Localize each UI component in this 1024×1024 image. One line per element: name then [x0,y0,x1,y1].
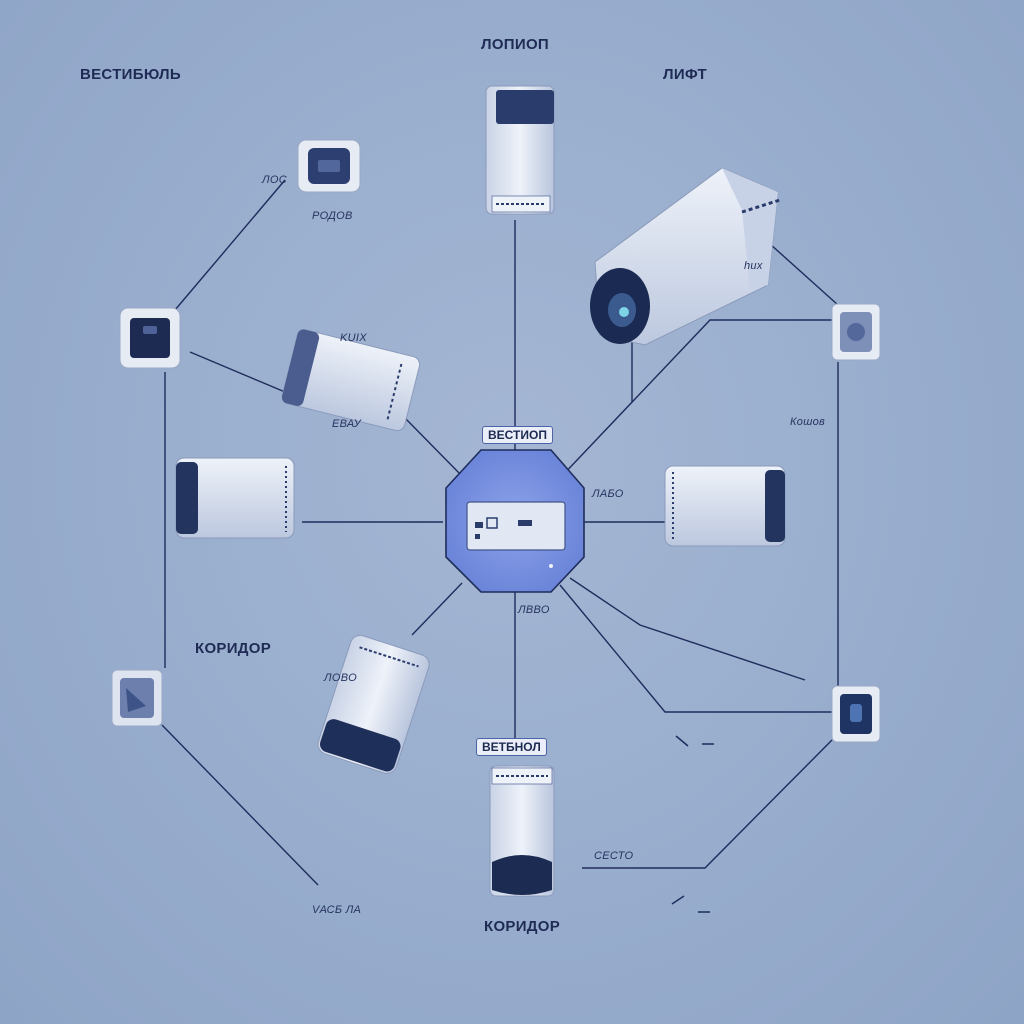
scribble-label: ЛОВО [324,672,357,684]
label-elevator: ЛИФТ [663,66,707,83]
camera-bottom-center[interactable] [489,765,555,897]
hub-tag: ВЕСТИОП [482,426,553,444]
decorative-marks [671,735,714,913]
label-corridor-left: КОРИДОР [195,640,272,657]
scribble-label: hux [744,260,763,272]
sensor-top-left[interactable] [297,139,361,193]
scribble-label: СЕСТО [594,850,634,862]
bottom-tag: ВЕТБНОЛ [476,738,547,756]
label-top-center: ЛОПИОП [481,36,550,53]
scribble-label: ЛОС [262,174,287,186]
scribble-label: VАСБ ЛА [312,904,362,916]
sensor-left-lower[interactable] [111,669,163,727]
camera-left-tilted[interactable] [281,328,422,432]
central-hub[interactable] [445,449,585,593]
camera-top-center[interactable] [485,85,555,215]
sensor-right-lower[interactable] [831,685,881,743]
bullet-camera-top-right[interactable] [590,167,781,346]
camera-right-mid[interactable] [664,465,786,547]
camera-bottom-left[interactable] [315,633,431,776]
scribble-label: ЛВВО [518,604,550,616]
label-vestibule: ВЕСТИБЮЛЬ [80,66,181,83]
scribble-label: ЛАБО [592,488,624,500]
scribble-label: ЕВАУ [332,418,361,430]
label-corridor-bottom: КОРИДОР [484,918,561,935]
scribble-label: Кошов [790,416,826,428]
sensor-left-upper[interactable] [119,307,181,369]
camera-left-mid[interactable] [175,457,295,539]
scribble-label: РОДОВ [312,210,353,222]
sensor-right-upper[interactable] [831,303,881,361]
connection-lines [161,179,839,886]
scribble-label: KUIX [340,332,367,344]
